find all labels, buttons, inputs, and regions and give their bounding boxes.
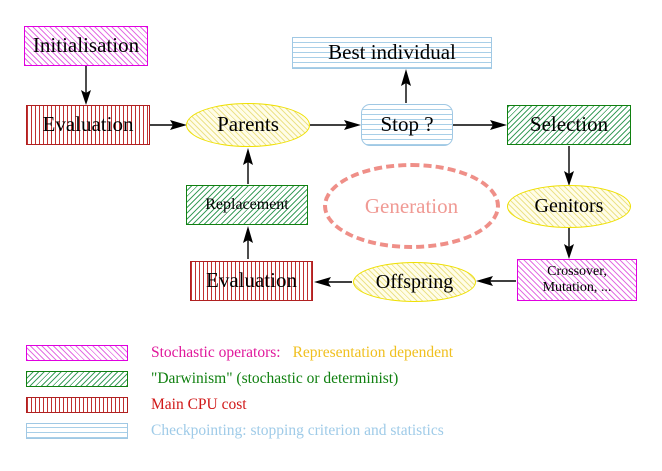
legend-text-main-cpu-cost: Main CPU cost — [120, 378, 247, 432]
generation-cycle-annotation: Generation — [323, 163, 500, 249]
legend-row-main-cpu-cost: Main CPU cost — [0, 392, 662, 418]
node-genitors-label: Genitors — [534, 195, 604, 218]
node-parents[interactable]: Parents — [186, 103, 310, 147]
legend-swatch-magenta-diagonal-hatch-icon — [26, 345, 128, 361]
legend-text-secondary: Representation dependent — [292, 344, 454, 361]
legend-text-primary: Main CPU cost — [151, 396, 247, 413]
node-crossover-mutation-label: Crossover, Mutation, ... — [542, 263, 612, 295]
node-parents-label: Parents — [217, 112, 279, 137]
legend-text-primary: Checkpointing: stopping criterion and st… — [151, 422, 444, 439]
node-replacement[interactable]: Replacement — [186, 185, 308, 225]
node-initialisation[interactable]: Initialisation — [24, 26, 148, 66]
node-offspring[interactable]: Offspring — [353, 262, 476, 302]
legend-swatch-blue-horizontal-hatch-icon — [26, 423, 128, 439]
node-initialisation-label: Initialisation — [32, 33, 140, 58]
legend-text-stochastic-operators: Stochastic operators: Representation depe… — [120, 326, 453, 380]
node-best-individual-label: Best individual — [328, 40, 456, 65]
legend-text-primary: Stochastic operators: — [151, 344, 281, 361]
node-offspring-label: Offspring — [375, 270, 454, 293]
legend-row-darwinism: "Darwinism" (stochastic or determinist) — [0, 366, 662, 392]
legend: Stochastic operators: Representation depe… — [0, 340, 662, 444]
legend-text-primary: "Darwinism" (stochastic or determinist) — [151, 370, 399, 387]
node-evaluation-top[interactable]: Evaluation — [26, 105, 150, 145]
legend-text-checkpointing: Checkpointing: stopping criterion and st… — [120, 404, 444, 458]
node-crossover-mutation[interactable]: Crossover, Mutation, ... — [517, 259, 637, 301]
node-selection[interactable]: Selection — [507, 105, 631, 145]
node-genitors[interactable]: Genitors — [507, 185, 631, 228]
node-evaluation-bottom[interactable]: Evaluation — [190, 261, 313, 301]
generation-label: Generation — [364, 193, 459, 218]
legend-swatch-green-diagonal-hatch-icon — [26, 371, 128, 387]
legend-row-stochastic-operators: Stochastic operators: Representation depe… — [0, 340, 662, 366]
node-stop-label: Stop ? — [380, 112, 434, 137]
node-best-individual[interactable]: Best individual — [292, 37, 492, 69]
legend-swatch-red-vertical-hatch-icon — [26, 397, 128, 413]
node-evaluation-bottom-label: Evaluation — [206, 268, 297, 293]
node-stop[interactable]: Stop ? — [361, 104, 453, 146]
node-replacement-label: Replacement — [205, 195, 289, 213]
node-selection-label: Selection — [529, 112, 609, 137]
node-evaluation-top-label: Evaluation — [42, 112, 134, 137]
legend-row-checkpointing: Checkpointing: stopping criterion and st… — [0, 418, 662, 444]
legend-text-darwinism: "Darwinism" (stochastic or determinist) — [120, 352, 398, 406]
